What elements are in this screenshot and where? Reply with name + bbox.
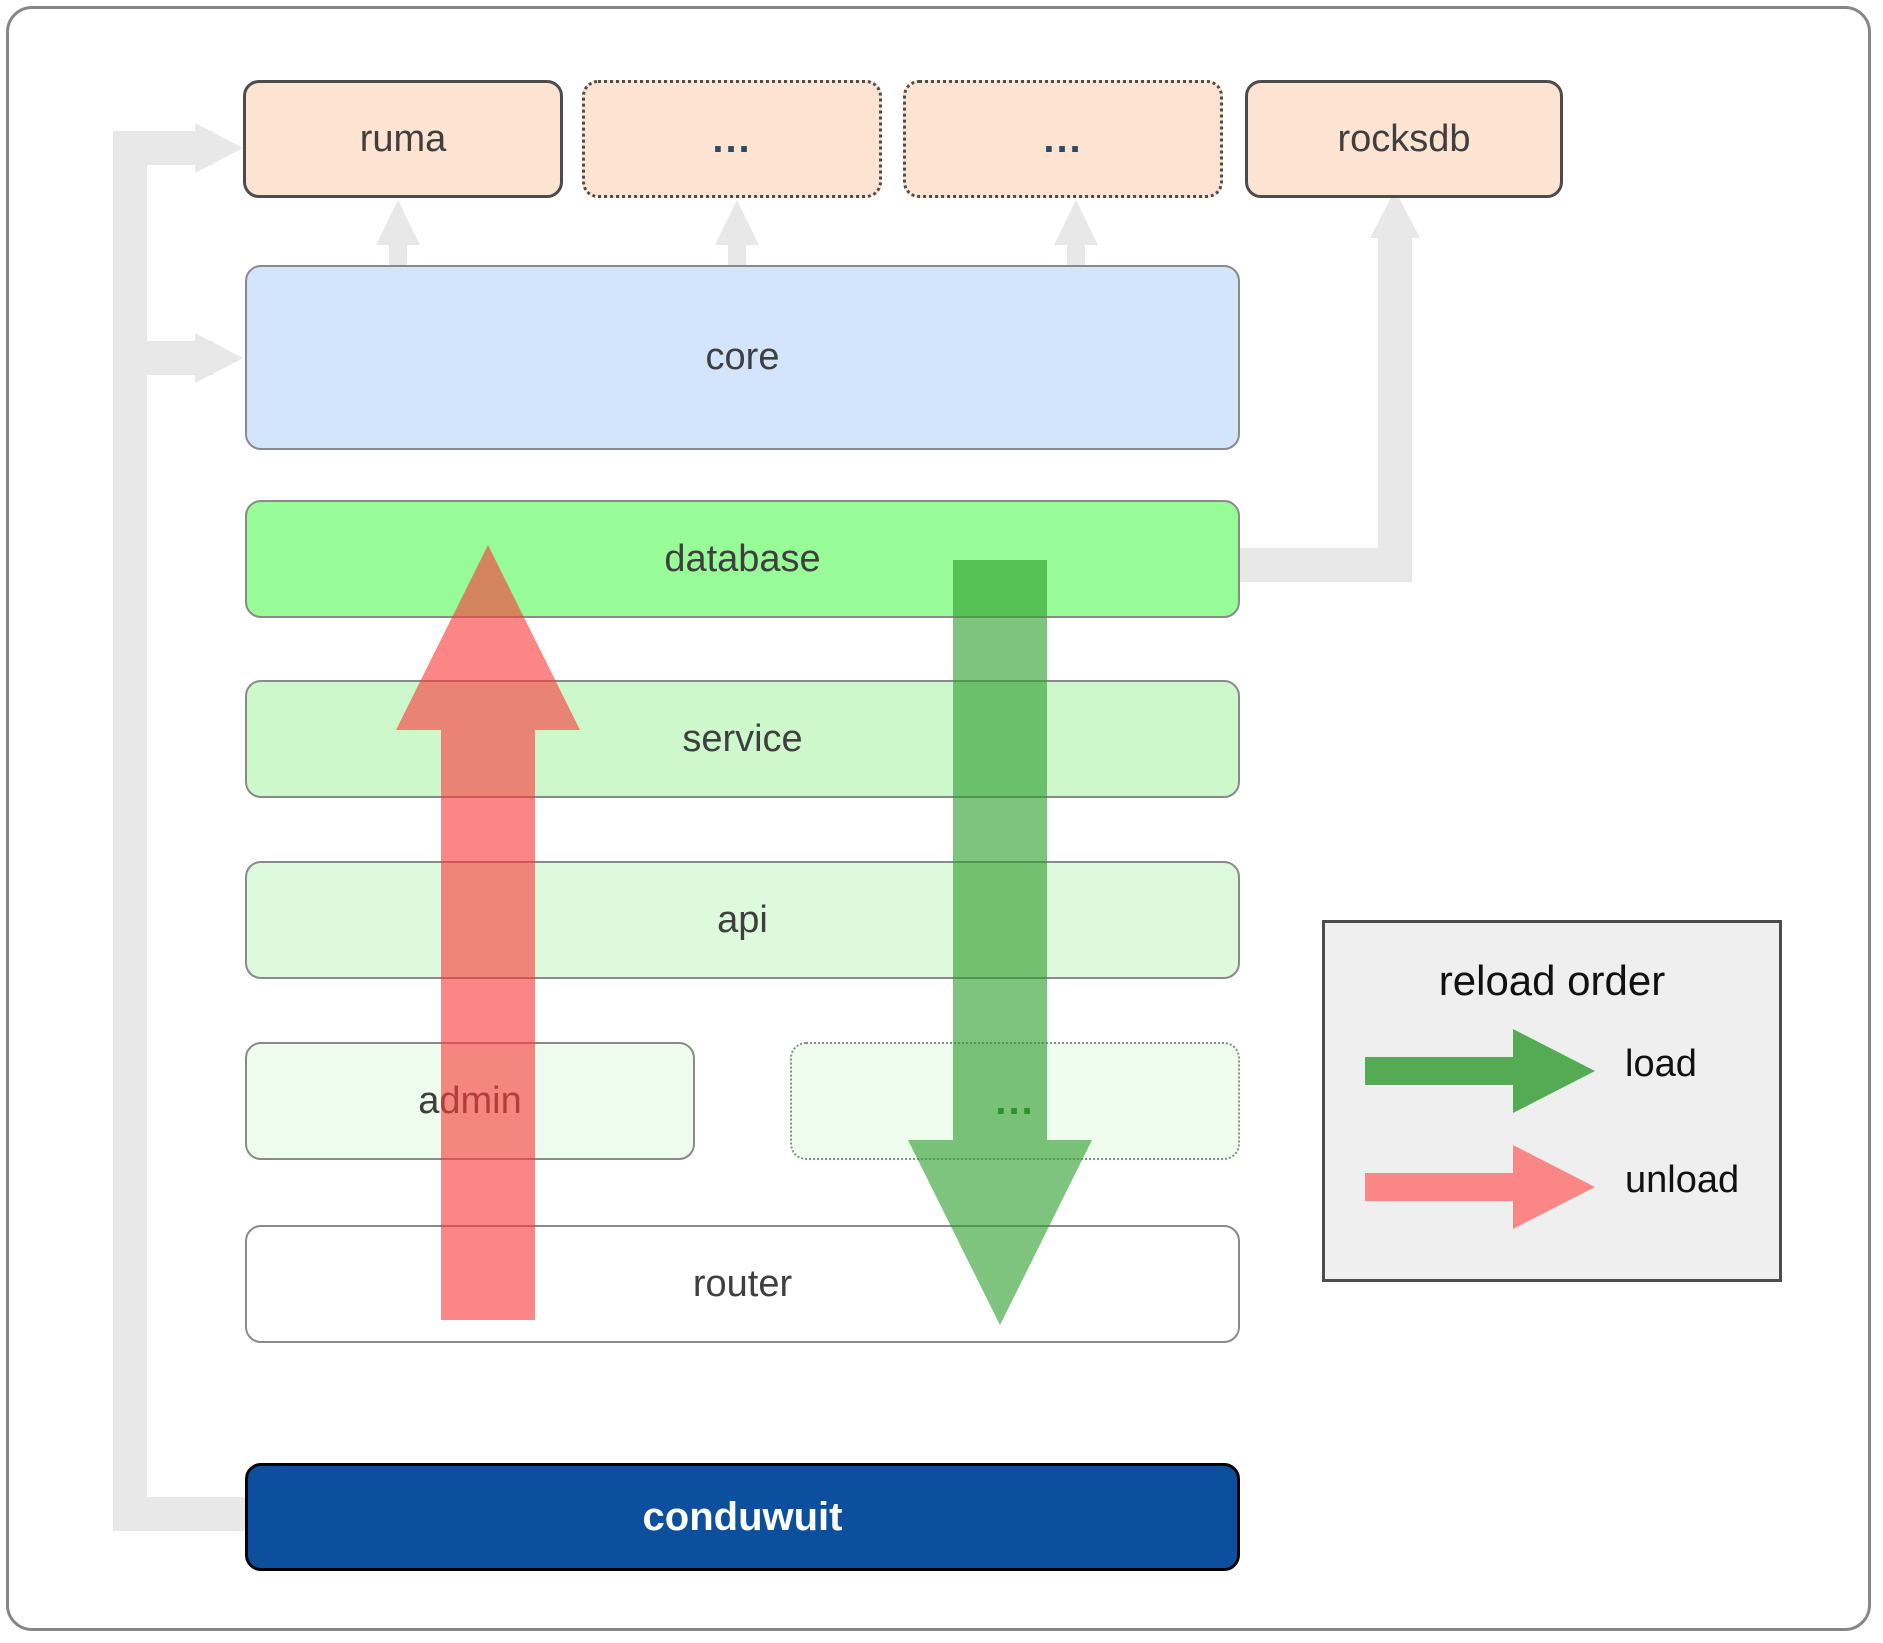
layer-label: admin — [418, 1079, 522, 1122]
layer-box-ellipsis[interactable]: ... — [790, 1042, 1240, 1160]
legend-unload-arrow-icon — [1365, 1145, 1595, 1229]
layer-label: api — [717, 898, 768, 941]
layer-label: core — [705, 336, 780, 378]
layer-box-router[interactable]: router — [245, 1225, 1240, 1343]
root-label: conduwuit — [642, 1494, 843, 1539]
dependency-label: ... — [1043, 117, 1083, 161]
legend-label-unload: unload — [1625, 1159, 1740, 1201]
dependency-box-ruma[interactable]: ruma — [243, 80, 563, 198]
diagram-outer-frame — [6, 6, 1871, 1631]
legend-label-load: load — [1625, 1043, 1697, 1085]
layer-label: router — [692, 1262, 793, 1305]
layer-label: ... — [995, 1079, 1035, 1123]
dependency-box-rocksdb[interactable]: rocksdb — [1245, 80, 1563, 198]
layer-box-core[interactable]: core — [245, 265, 1240, 450]
layer-label: database — [664, 537, 821, 580]
dependency-label: ruma — [359, 117, 447, 160]
dependency-box-ellipsis-2[interactable]: ... — [903, 80, 1223, 198]
legend-panel: reload order load unload — [1322, 920, 1782, 1282]
layer-box-database[interactable]: database — [245, 500, 1240, 618]
root-box-conduwuit[interactable]: conduwuit — [245, 1463, 1240, 1571]
dependency-label: rocksdb — [1337, 117, 1471, 160]
layer-box-api[interactable]: api — [245, 861, 1240, 979]
layer-box-admin[interactable]: admin — [245, 1042, 695, 1160]
layer-box-service[interactable]: service — [245, 680, 1240, 798]
dependency-box-ellipsis-1[interactable]: ... — [582, 80, 882, 198]
legend-load-arrow-icon — [1365, 1029, 1595, 1113]
layer-label: service — [682, 717, 803, 760]
legend-title: reload order — [1438, 957, 1666, 1004]
dependency-label: ... — [712, 117, 752, 161]
